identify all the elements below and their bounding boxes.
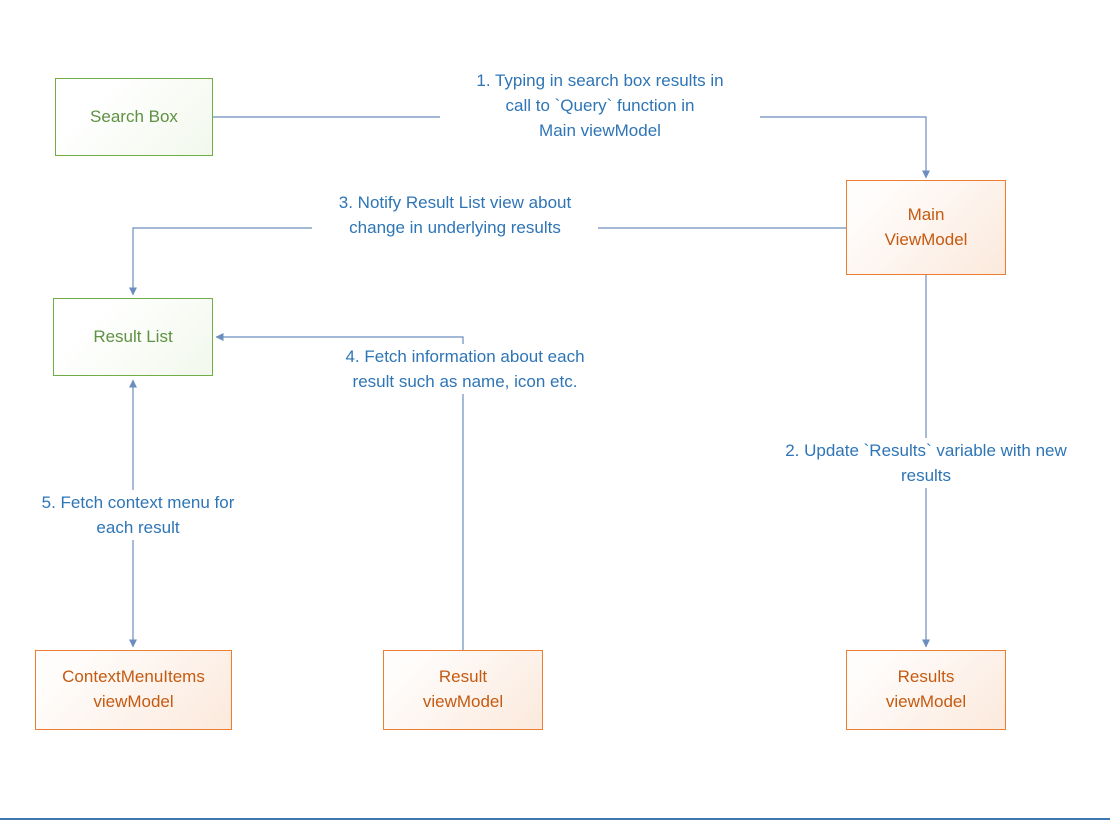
node-result-viewmodel-label: Result viewModel <box>422 667 504 711</box>
node-search-box-label: Search Box <box>90 106 178 126</box>
edge-label-step1: 1. Typing in search box results in call … <box>440 68 760 143</box>
node-main-viewmodel: Main ViewModel <box>846 180 1006 275</box>
edge-label-step2: 2. Update `Results` variable with new re… <box>760 438 1092 488</box>
edge-label-step5: 5. Fetch context menu for each result <box>25 490 251 540</box>
page-bottom-border <box>0 818 1110 820</box>
node-contextmenuitems-viewmodel: ContextMenuItems viewModel <box>35 650 232 730</box>
arrow-step4 <box>215 333 464 650</box>
node-search-box: Search Box <box>55 78 213 156</box>
arrow-step3 <box>129 227 846 296</box>
node-contextmenuitems-viewmodel-label: ContextMenuItems viewModel <box>62 667 205 711</box>
node-results-viewmodel: Results viewModel <box>846 650 1006 730</box>
node-results-viewmodel-label: Results viewModel <box>885 667 967 711</box>
edge-label-step3: 3. Notify Result List view about change … <box>312 190 598 240</box>
node-result-list: Result List <box>53 298 213 376</box>
edge-label-step4: 4. Fetch information about each result s… <box>320 344 610 394</box>
node-result-list-label: Result List <box>93 326 173 346</box>
node-main-viewmodel-label: Main ViewModel <box>884 204 968 249</box>
node-result-viewmodel: Result viewModel <box>383 650 543 730</box>
